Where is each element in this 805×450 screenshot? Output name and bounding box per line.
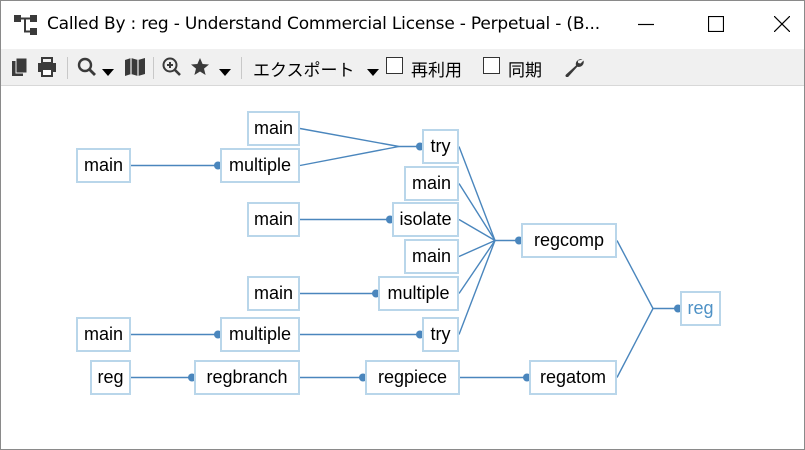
graph-node[interactable]: try	[422, 129, 459, 164]
graph-node[interactable]: multiple	[220, 148, 300, 183]
graph-node[interactable]: main	[247, 111, 300, 146]
export-dropdown-icon[interactable]	[367, 63, 379, 83]
close-icon	[774, 16, 790, 32]
call-graph-app-icon	[14, 15, 37, 35]
graph-edge	[458, 240, 496, 335]
title-bar[interactable]: Called By : reg - Understand Commercial …	[1, 1, 804, 48]
graph-node[interactable]: multiple	[378, 276, 459, 311]
graph-edge	[616, 308, 654, 378]
map-icon[interactable]	[124, 57, 146, 77]
graph-edge	[458, 218, 496, 242]
graph-edge	[458, 183, 496, 241]
window-title: Called By : reg - Understand Commercial …	[47, 14, 600, 34]
toolbar-separator	[153, 57, 154, 79]
graph-edge	[458, 146, 496, 241]
maximize-icon	[708, 16, 724, 32]
print-icon[interactable]	[37, 57, 57, 77]
toolbar-separator	[67, 57, 68, 79]
graph-node[interactable]: main	[247, 202, 300, 237]
reuse-label: 再利用	[411, 61, 462, 81]
graph-node[interactable]: regbranch	[194, 360, 300, 395]
graph-node[interactable]: main	[404, 166, 459, 201]
toolbar-separator	[241, 57, 242, 79]
graph-edge	[299, 127, 400, 148]
graph-node[interactable]: multiple	[220, 317, 300, 352]
graph-node[interactable]: regatom	[529, 360, 617, 395]
graph-canvas[interactable]: main main multiple try main main isolate…	[1, 86, 804, 449]
minimize-button[interactable]	[623, 1, 669, 48]
graph-node[interactable]: main	[247, 276, 300, 311]
sync-label: 同期	[508, 61, 542, 81]
star-icon[interactable]	[190, 57, 210, 77]
favorites-dropdown-icon[interactable]	[219, 63, 231, 83]
graph-node[interactable]: reg	[90, 360, 131, 395]
graph-node[interactable]: regcomp	[521, 223, 617, 258]
graph-node[interactable]: main	[76, 148, 131, 183]
graph-root-node[interactable]: reg	[680, 291, 721, 326]
graph-node[interactable]: main	[404, 239, 459, 274]
graph-node[interactable]: main	[76, 317, 131, 352]
graph-edges	[131, 127, 682, 382]
graph-edge	[299, 145, 400, 167]
minimize-icon	[638, 23, 654, 26]
close-button[interactable]	[759, 1, 805, 48]
toolbar: エクスポート 再利用 同期	[1, 49, 804, 86]
zoom-in-icon[interactable]	[162, 57, 182, 77]
reuse-checkbox[interactable]	[386, 57, 403, 74]
graph-edge	[458, 240, 496, 294]
graph-node[interactable]: try	[422, 317, 459, 352]
graph-node[interactable]: regpiece	[365, 360, 460, 395]
graph-edge	[616, 240, 654, 309]
graph-node[interactable]: isolate	[392, 202, 459, 237]
maximize-button[interactable]	[693, 1, 739, 48]
search-icon[interactable]	[77, 57, 97, 77]
graph-edge	[458, 239, 496, 258]
search-dropdown-icon[interactable]	[102, 63, 114, 83]
sync-checkbox[interactable]	[483, 57, 500, 74]
wrench-icon[interactable]	[563, 57, 585, 77]
copy-icon[interactable]	[11, 57, 29, 77]
export-button[interactable]: エクスポート	[253, 61, 355, 81]
